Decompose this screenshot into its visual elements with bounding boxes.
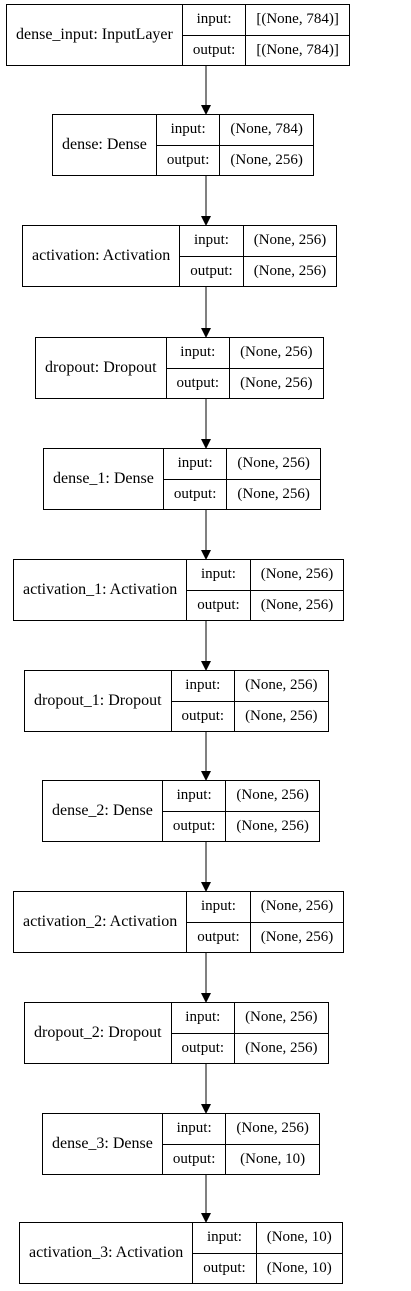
- port-labels: input: output:: [162, 781, 227, 841]
- port-labels: input: output:: [182, 5, 247, 65]
- input-label: input:: [156, 115, 220, 146]
- layer-name: dropout_1: Dropout: [25, 671, 172, 731]
- port-labels: input: output:: [163, 449, 228, 509]
- input-shape: (None, 256): [227, 449, 320, 480]
- output-label: output:: [192, 41, 236, 58]
- output-shape: [(None, 784)]: [256, 41, 339, 58]
- output-shape: (None, 256): [253, 262, 327, 279]
- input-label: input:: [171, 1003, 235, 1034]
- layer-name: dense: Dense: [53, 115, 157, 175]
- layer-name: dense_3: Dense: [43, 1114, 163, 1174]
- layer-name: activation: Activation: [23, 226, 181, 286]
- output-shape: (None, 256): [260, 596, 334, 613]
- port-labels: input: output:: [187, 560, 251, 620]
- port-shapes: (None, 784) (None, 256): [220, 115, 313, 175]
- layer-name: dense_2: Dense: [43, 781, 163, 841]
- output-label: output:: [166, 151, 210, 168]
- input-shape: (None, 256): [235, 1003, 328, 1034]
- layer-name: activation_2: Activation: [14, 892, 188, 952]
- port-labels: input: output:: [180, 226, 244, 286]
- output-shape: (None, 256): [245, 707, 318, 724]
- output-label: output:: [190, 262, 233, 279]
- port-labels: input: output:: [171, 1003, 236, 1063]
- port-labels: input: output:: [166, 338, 231, 398]
- output-shape: (None, 256): [237, 485, 310, 502]
- output-label: output:: [197, 596, 240, 613]
- output-label: output:: [181, 1039, 225, 1056]
- input-label: input:: [187, 892, 250, 923]
- input-shape: (None, 256): [230, 338, 323, 369]
- layer-name: dense_input: InputLayer: [7, 5, 183, 65]
- input-shape: (None, 784): [220, 115, 313, 146]
- layer-name: dense_1: Dense: [44, 449, 164, 509]
- output-shape: (None, 10): [266, 1259, 332, 1276]
- input-label: input:: [193, 1223, 256, 1254]
- input-shape: (None, 256): [235, 671, 328, 702]
- input-shape: (None, 256): [226, 781, 319, 812]
- input-shape: [(None, 784)]: [246, 5, 349, 36]
- layer-name: dropout_2: Dropout: [25, 1003, 172, 1063]
- input-label: input:: [162, 781, 226, 812]
- port-labels: input: output:: [162, 1114, 227, 1174]
- port-shapes: [(None, 784)] [(None, 784)]: [246, 5, 349, 65]
- input-shape: (None, 256): [250, 560, 344, 591]
- input-label: input:: [166, 338, 230, 369]
- port-shapes: (None, 256) (None, 256): [250, 560, 344, 620]
- output-label: output:: [181, 707, 225, 724]
- output-label: output:: [176, 374, 220, 391]
- input-shape: (None, 256): [250, 892, 344, 923]
- port-shapes: (None, 10) (None, 10): [256, 1223, 342, 1283]
- output-shape: (None, 10): [240, 1150, 306, 1167]
- output-label: output:: [173, 485, 217, 502]
- output-shape: (None, 256): [230, 151, 303, 168]
- input-shape: (None, 10): [256, 1223, 342, 1254]
- output-shape: (None, 256): [236, 817, 309, 834]
- port-labels: input: output:: [171, 671, 236, 731]
- input-shape: (None, 256): [226, 1114, 319, 1145]
- input-label: input:: [163, 449, 227, 480]
- output-label: output:: [172, 1150, 216, 1167]
- layer-name: activation_3: Activation: [20, 1223, 194, 1283]
- port-shapes: (None, 256) (None, 256): [243, 226, 337, 286]
- port-shapes: (None, 256) (None, 256): [235, 671, 328, 731]
- port-labels: input: output:: [193, 1223, 257, 1283]
- port-shapes: (None, 256) (None, 256): [235, 1003, 328, 1063]
- output-shape: (None, 256): [245, 1039, 318, 1056]
- output-shape: (None, 256): [240, 374, 313, 391]
- input-shape: (None, 256): [243, 226, 337, 257]
- input-label: input:: [187, 560, 250, 591]
- output-label: output:: [203, 1259, 246, 1276]
- output-label: output:: [197, 928, 240, 945]
- output-label: output:: [172, 817, 216, 834]
- port-shapes: (None, 256) (None, 256): [250, 892, 344, 952]
- port-shapes: (None, 256) (None, 256): [230, 338, 323, 398]
- output-shape: (None, 256): [260, 928, 334, 945]
- layer-name: activation_1: Activation: [14, 560, 188, 620]
- input-label: input:: [182, 5, 246, 36]
- port-shapes: (None, 256) (None, 10): [226, 1114, 319, 1174]
- layer-name: dropout: Dropout: [36, 338, 167, 398]
- port-labels: input: output:: [156, 115, 221, 175]
- input-label: input:: [171, 671, 235, 702]
- port-shapes: (None, 256) (None, 256): [227, 449, 320, 509]
- port-shapes: (None, 256) (None, 256): [226, 781, 319, 841]
- port-labels: input: output:: [187, 892, 251, 952]
- input-label: input:: [162, 1114, 226, 1145]
- input-label: input:: [180, 226, 243, 257]
